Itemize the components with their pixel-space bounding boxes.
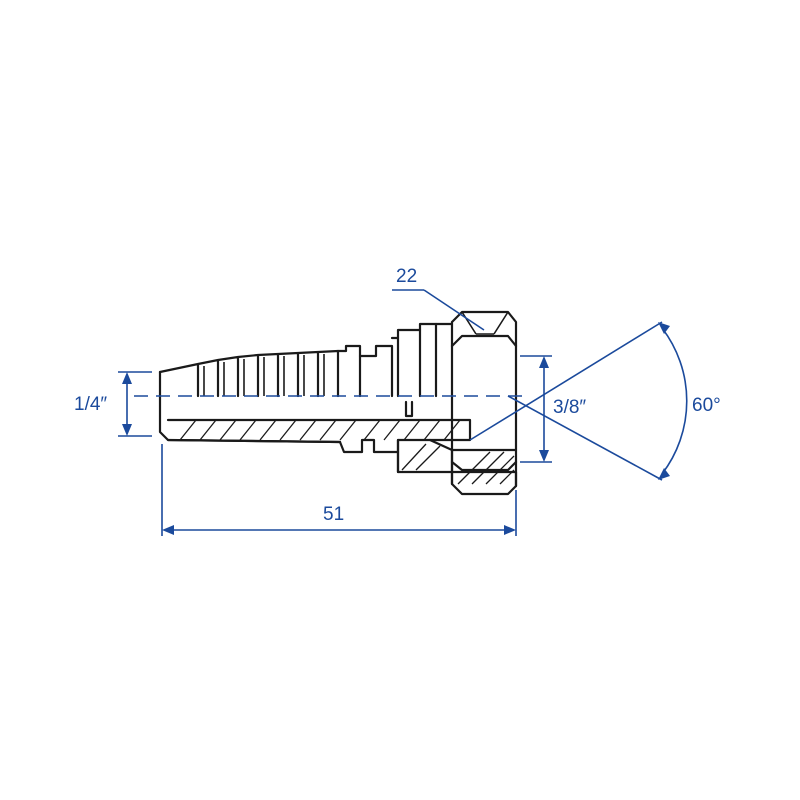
thread-size-dimension [520, 355, 552, 463]
hose-size-label: 1/4″ [74, 394, 107, 415]
seat-angle-label: 60° [692, 395, 721, 416]
hose-size-dimension [118, 371, 152, 437]
ferrule-collar [336, 322, 454, 454]
section-view [166, 418, 518, 488]
thread-size-label: 3/8″ [553, 397, 586, 418]
hex-nut [450, 310, 518, 496]
hex-size-label: 22 [396, 266, 417, 287]
overall-length-label: 51 [323, 504, 344, 525]
seat-angle-dimension [469, 321, 688, 481]
hatching [179, 419, 515, 485]
hex-leader [392, 289, 485, 331]
overall-length-dimension [161, 444, 517, 536]
